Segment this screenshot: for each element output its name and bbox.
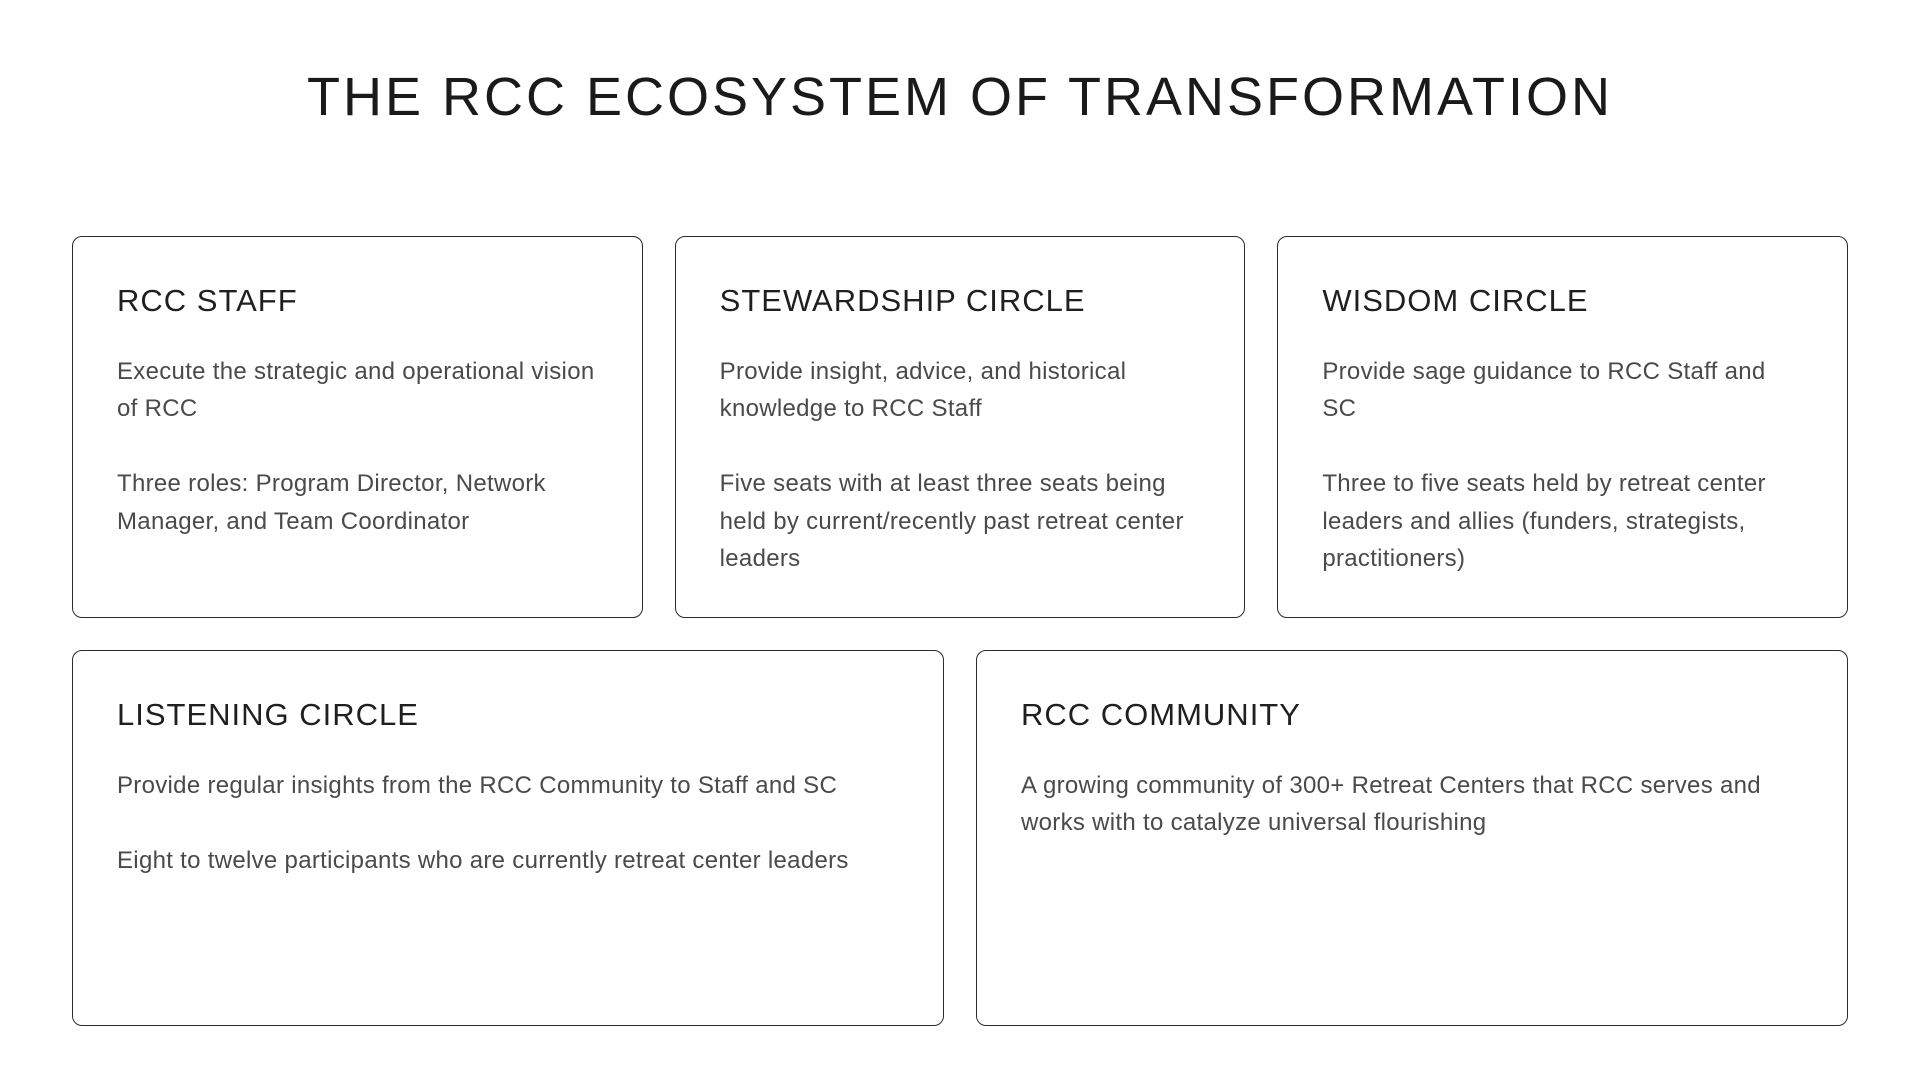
card-wisdom-circle: WISDOM CIRCLE Provide sage guidance to R…	[1277, 236, 1848, 618]
card-description: Provide insight, advice, and historical …	[719, 358, 1127, 423]
cards-row-bottom: LISTENING CIRCLE Provide regular insight…	[72, 649, 1848, 1026]
cards-container: RCC STAFF Execute the strategic and oper…	[72, 236, 1848, 1026]
card-description: Provide sage guidance to RCC Staff and S…	[1322, 358, 1766, 423]
page-title: THE RCC ECOSYSTEM OF TRANSFORMATION	[306, 67, 1614, 127]
card-stewardship-circle: STEWARDSHIP CIRCLE Provide insight, advi…	[674, 236, 1246, 618]
cards-row-top: RCC STAFF Execute the strategic and oper…	[72, 236, 1848, 618]
card-description: Three to five seats held by retreat cent…	[1322, 470, 1766, 572]
card-title: LISTENING CIRCLE	[117, 696, 419, 732]
card-description: Provide regular insights from the RCC Co…	[117, 771, 838, 799]
card-description: Execute the strategic and operational vi…	[117, 358, 595, 423]
card-rcc-staff: RCC STAFF Execute the strategic and oper…	[72, 236, 643, 618]
card-title: STEWARDSHIP CIRCLE	[719, 283, 1086, 318]
card-title: RCC STAFF	[117, 283, 298, 318]
card-rcc-community: RCC COMMUNITY A growing community of 300…	[976, 649, 1848, 1026]
card-title: RCC COMMUNITY	[1021, 696, 1301, 732]
card-description: Eight to twelve participants who are cur…	[117, 847, 849, 875]
card-description: Three roles: Program Director, Network M…	[117, 470, 546, 535]
card-description: A growing community of 300+ Retreat Cent…	[1021, 771, 1761, 837]
card-listening-circle: LISTENING CIRCLE Provide regular insight…	[72, 649, 944, 1026]
card-description: Five seats with at least three seats bei…	[719, 470, 1184, 572]
card-title: WISDOM CIRCLE	[1322, 283, 1589, 318]
